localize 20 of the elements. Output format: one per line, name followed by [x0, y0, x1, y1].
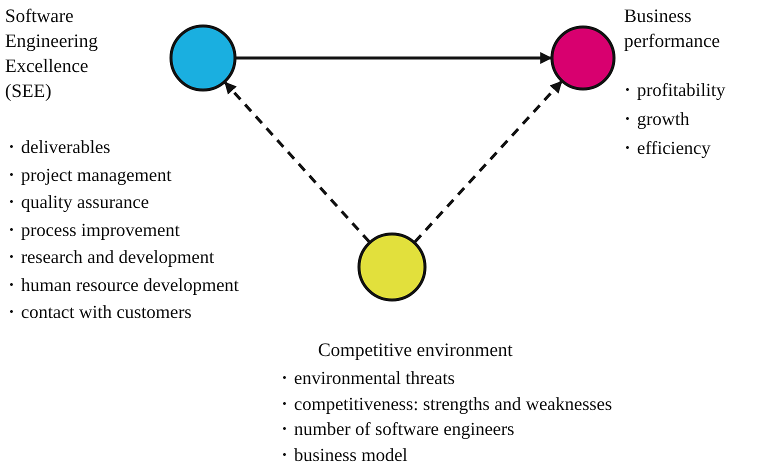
- bullet-item: ・project management: [2, 164, 172, 186]
- arrow: [236, 52, 552, 64]
- bullet-item: ・profitability: [618, 80, 726, 102]
- bullet-item: ・process improvement: [2, 220, 180, 242]
- node-heading: Software Engineering Excellence (SEE): [5, 5, 99, 104]
- bullet-item: ・environmental threats: [275, 368, 455, 390]
- node-heading: Business performance: [624, 5, 721, 54]
- bullet-item: ・deliverables: [2, 137, 110, 159]
- arrow: [224, 81, 370, 243]
- bullet-item: ・competitiveness: strengths and weaknesses: [275, 394, 612, 416]
- bullet-item: ・human resource development: [2, 274, 239, 296]
- node-heading: Competitive environment: [318, 339, 514, 363]
- bullet-item: ・research and development: [2, 247, 214, 269]
- bullet-item: ・business model: [275, 444, 408, 466]
- bullet-item: ・contact with customers: [2, 302, 192, 324]
- arrow: [414, 80, 563, 243]
- bullet-item: ・quality assurance: [2, 192, 149, 214]
- bullet-item: ・growth: [618, 109, 690, 131]
- bullet-item: ・efficiency: [618, 138, 711, 160]
- bullet-item: ・number of software engineers: [275, 419, 514, 441]
